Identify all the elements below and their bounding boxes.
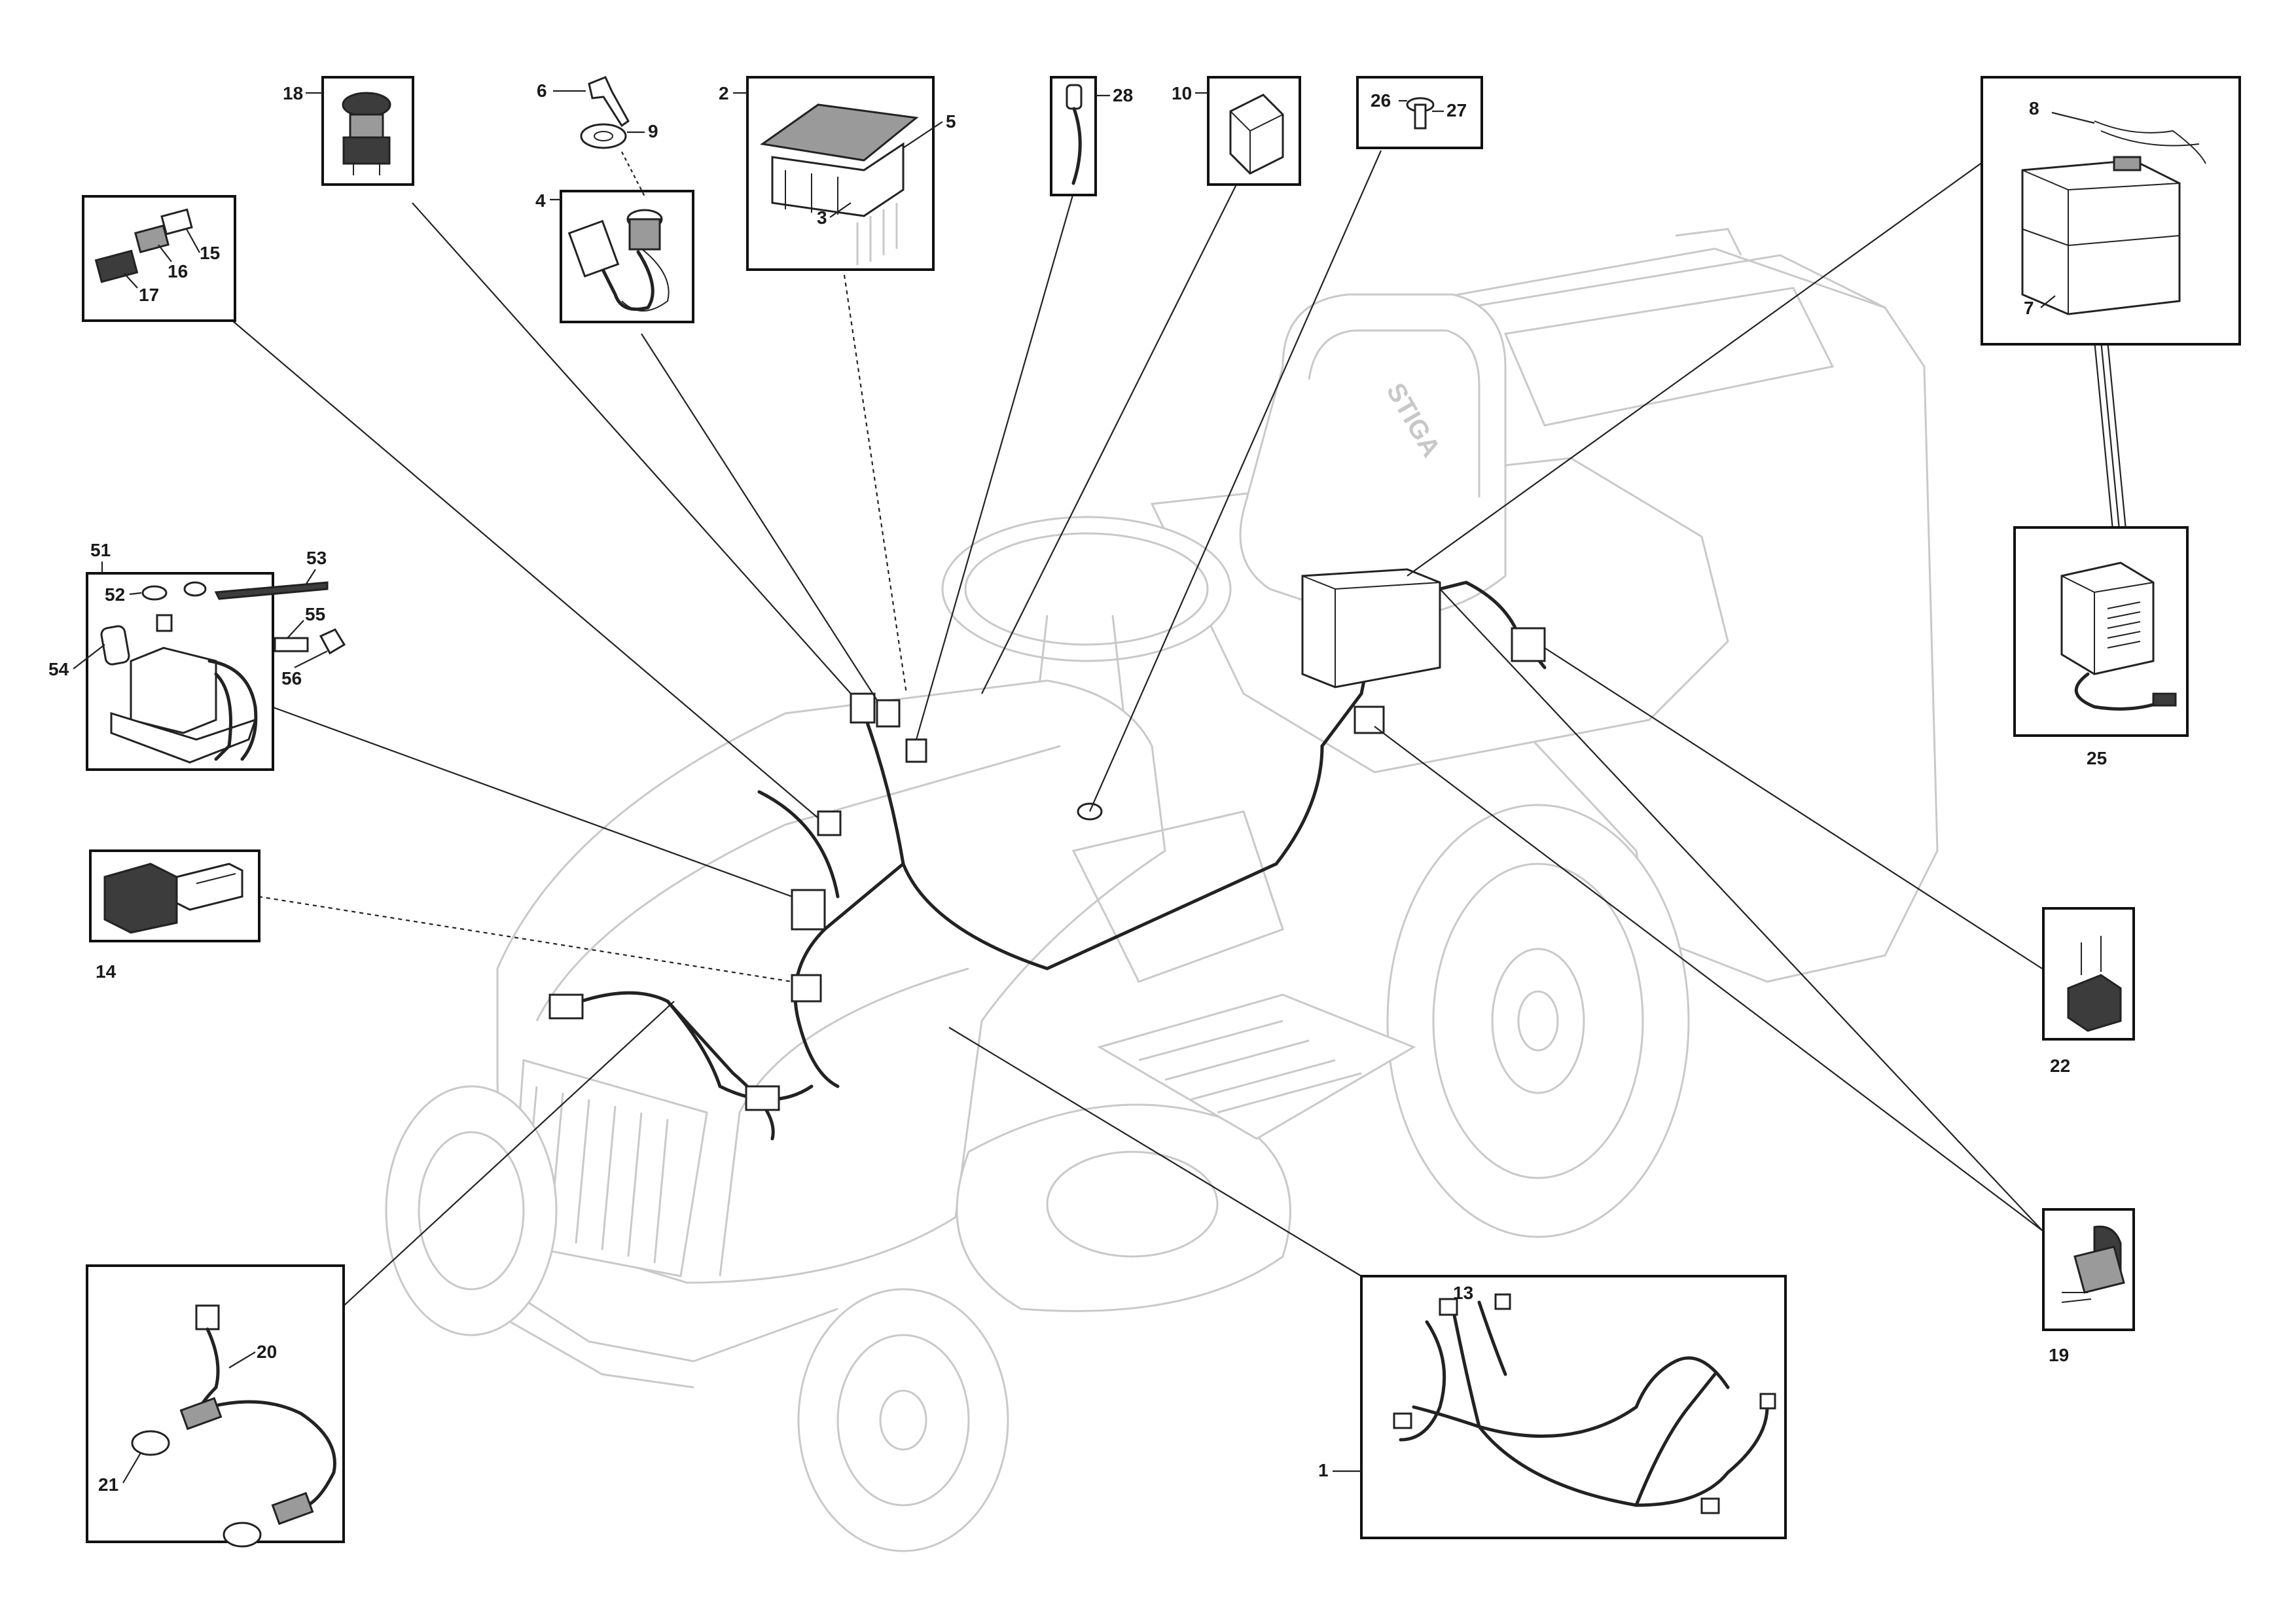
callout-56: 56 xyxy=(281,668,302,688)
connector-18-on-tractor xyxy=(850,692,876,724)
light-bulb-right-on-tractor xyxy=(745,1085,780,1111)
callout-15: 15 xyxy=(200,243,220,263)
connector-14-on-tractor xyxy=(791,974,822,1003)
part-18-box: 18 xyxy=(283,76,414,186)
callout-2: 2 xyxy=(719,83,729,103)
part-2-box: 2 5 3 xyxy=(719,76,956,271)
callout-25: 25 xyxy=(2087,748,2107,768)
callout-4: 4 xyxy=(535,190,546,211)
part-22-box: 22 xyxy=(2042,907,2135,1076)
callout-1: 1 xyxy=(1318,1460,1329,1480)
callout-19: 19 xyxy=(2049,1345,2069,1365)
callout-22: 22 xyxy=(2050,1056,2070,1076)
callout-51: 51 xyxy=(90,540,111,560)
callout-17: 17 xyxy=(139,285,159,305)
callout-21: 21 xyxy=(98,1474,118,1495)
battery-on-tractor xyxy=(1301,568,1441,688)
callout-27: 27 xyxy=(1446,100,1467,120)
leader-lines xyxy=(232,150,2128,1310)
callout-10: 10 xyxy=(1172,83,1192,103)
part-19-box: 19 xyxy=(2042,1208,2135,1365)
connector-17-on-tractor xyxy=(817,810,842,836)
part-1-box: 13 1 xyxy=(1318,1275,1787,1539)
part-26-27-box: 26 27 xyxy=(1356,76,1483,149)
callout-53: 53 xyxy=(306,548,327,568)
harness-on-tractor xyxy=(548,568,1547,1141)
part-28-box: 28 xyxy=(1050,76,1133,196)
callout-13: 13 xyxy=(1453,1283,1473,1303)
connector-28-on-tractor xyxy=(905,738,927,763)
part-10-box: 10 xyxy=(1172,76,1301,186)
callout-52: 52 xyxy=(105,584,125,605)
part-4-box: 4 xyxy=(535,190,694,323)
callout-16: 16 xyxy=(168,261,188,281)
callout-18: 18 xyxy=(283,83,303,103)
connector-4-on-tractor xyxy=(876,699,901,728)
part-14-box: 14 xyxy=(89,849,260,982)
part-6-key: 6 xyxy=(537,76,630,128)
part-9-ring: 9 xyxy=(580,121,658,197)
callout-7: 7 xyxy=(2024,298,2034,318)
part-15-17-box: 15 16 17 xyxy=(82,195,236,322)
connector-51-on-tractor xyxy=(791,889,826,931)
callout-54: 54 xyxy=(48,659,69,679)
callout-20: 20 xyxy=(257,1342,277,1362)
callout-55: 55 xyxy=(305,604,325,624)
callout-14: 14 xyxy=(96,961,117,982)
callout-26: 26 xyxy=(1371,90,1391,111)
part-25-box: 25 xyxy=(2013,526,2189,768)
callout-6: 6 xyxy=(537,80,547,101)
part-20-box: 20 21 xyxy=(86,1264,345,1548)
callout-9: 9 xyxy=(648,121,658,141)
switch-22-on-tractor xyxy=(1511,627,1546,662)
part-51-box: 51 52 53 54 55 56 xyxy=(48,540,346,771)
callout-28: 28 xyxy=(1113,85,1133,105)
part-7-box: 8 7 xyxy=(1981,76,2241,346)
light-bulb-left-on-tractor xyxy=(548,993,584,1020)
connector-19-on-tractor xyxy=(1354,705,1385,734)
callout-5: 5 xyxy=(946,111,956,132)
callout-8: 8 xyxy=(2029,98,2039,118)
callout-3: 3 xyxy=(817,207,827,228)
